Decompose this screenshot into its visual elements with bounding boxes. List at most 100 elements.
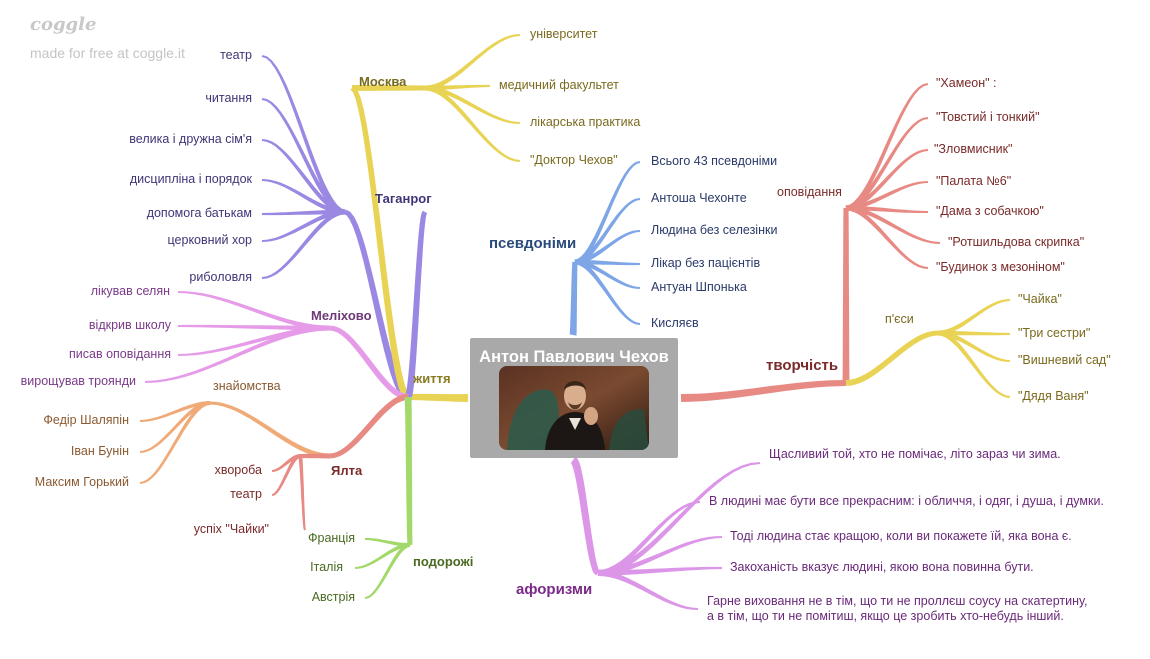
edge-melikhovo-item [178,324,330,331]
edge-taganrog-item [261,209,346,242]
edge-opovidannia-item [845,149,929,211]
opovidannia-item[interactable]: "Товстий і тонкий" [936,110,1040,124]
melikhovo-item[interactable]: лікував селян [90,284,170,298]
aforyzm-item-multiline[interactable]: Гарне виховання не в тім, що ти не пролл… [707,594,1088,624]
yalta-item[interactable]: успіх "Чайки" [193,522,269,536]
opovidannia-item[interactable]: "Палата №6" [936,174,1012,188]
edge-psevdonim-item [574,259,641,325]
opovidannia-item[interactable]: "Хамеон" : [936,76,997,90]
node-opovidannia[interactable]: оповідання [777,185,842,199]
edge-znaiomstva-item [139,401,211,484]
branch-psevdonimy[interactable]: псевдоніми [489,235,577,252]
edge-melikhovo [329,325,409,400]
moskva-item[interactable]: медичний факультет [499,78,619,92]
psevdonim-item[interactable]: Кисляєв [651,316,699,330]
taganrog-item[interactable]: театр [220,48,252,62]
edge-yalta-item [271,454,301,496]
edge-yalta-hub [300,453,330,459]
edge-taganrog-item [261,179,346,215]
aforyzm-line: а в тім, що ти не помітиш, якщо це зроби… [707,609,1064,623]
edge-opovidannia [842,208,850,383]
edge-yalta-item [298,455,306,531]
taganrog-item[interactable]: дисципліна і порядок [129,172,252,186]
branch-zhyttia[interactable]: життя [413,371,451,386]
edge-podorozhi-item [354,543,411,569]
psevdonim-item[interactable]: Антоша Чехонте [651,191,747,205]
node-melikhovo[interactable]: Меліхово [311,308,372,323]
opovidannia-item[interactable]: "Будинок з мезоніном" [936,260,1065,274]
edge-moskva-item [424,85,521,162]
psevdonim-item[interactable]: Людина без селезінки [651,223,778,237]
piesa-item[interactable]: "Вишневий сад" [1018,353,1111,367]
node-yalta[interactable]: Ялта [331,463,363,478]
edge-znaiomstva [209,401,331,459]
edge-piesa-item [938,330,1010,336]
aforyzm-item[interactable]: Щасливий той, хто не помічає, літо зараз… [769,447,1061,461]
edge-piesa-item [937,330,1011,398]
psevdonim-item[interactable]: Антуан Шпонька [651,280,747,294]
aforyzm-line: Гарне виховання не в тім, що ти не пролл… [707,594,1088,608]
taganrog-item[interactable]: велика і дружна сім'я [129,132,252,146]
psevdonim-item[interactable]: Лікар без пацієнтів [651,256,761,270]
edge-znaiomstva-item [140,401,211,422]
node-moskva[interactable]: Москва [359,74,407,89]
melikhovo-item[interactable]: вирощував троянди [20,374,136,388]
opovidannia-item[interactable]: "Ротшильдова скрипка" [948,235,1085,249]
edge-piesa-item [937,330,1011,362]
aforyzm-item[interactable]: В людині має бути все прекрасним: і обли… [709,494,1104,508]
melikhovo-item[interactable]: писав оповідання [69,347,171,361]
edge-taganrog-item [261,139,346,215]
edge-yalta [329,394,409,459]
moskva-item[interactable]: "Доктор Чехов" [530,153,618,167]
edge-opovidannia-item [845,181,929,211]
edge-taganrog [343,209,410,401]
edge-podorozhi-item [364,543,411,599]
coggle-tagline[interactable]: made for free at coggle.it [30,45,185,61]
podorozhi-item[interactable]: Франція [307,531,355,545]
edge-moskva [350,86,411,400]
taganrog-item[interactable]: церковний хор [167,233,252,247]
edge-taganrog-item [262,209,345,216]
node-podorozhi[interactable]: подорожі [413,554,474,569]
edge-taganrog-down [405,210,428,399]
aforyzm-item[interactable]: Тоді людина стає кращою, коли ви покажет… [730,529,1072,543]
taganrog-item[interactable]: риболовля [189,270,252,284]
podorozhi-item[interactable]: Австрія [311,590,355,604]
edge-opovidannia-item [845,205,941,244]
edge-aforyzm-item [597,501,701,576]
piesa-item[interactable]: "Чайка" [1018,292,1062,306]
moskva-item[interactable]: університет [530,27,598,41]
piesa-item[interactable]: "Дядя Ваня" [1018,389,1089,403]
znaiomstva-item[interactable]: Іван Бунін [70,444,129,458]
edge-piesa-item [937,299,1011,336]
opovidannia-item[interactable]: "Дама з собачкою" [936,204,1044,218]
edge-opovidannia-item [846,205,928,213]
node-znaiomstva[interactable]: знайомства [213,379,281,393]
taganrog-item[interactable]: читання [205,91,252,105]
node-taganrog[interactable]: Таганрог [375,191,432,206]
yalta-item[interactable]: хвороба [214,463,262,477]
opovidannia-item[interactable]: "Зловмисник" [934,142,1013,156]
podorozhi-item[interactable]: Італія [310,560,343,574]
znaiomstva-item[interactable]: Федір Шаляпін [43,413,129,427]
znaiomstva-item[interactable]: Максим Горький [34,475,129,489]
edge-opovidannia-item [845,205,929,269]
central-node[interactable]: Антон Павлович Чехов [470,338,678,458]
melikhovo-item[interactable]: відкрив школу [88,318,171,332]
edge-aforyzm-item [597,462,761,576]
yalta-item[interactable]: театр [230,487,262,501]
branch-aforyzmy[interactable]: афоризми [516,581,593,598]
taganrog-item[interactable]: допомога батькам [146,206,252,220]
edge-piesy [845,330,939,386]
psevdonim-item[interactable]: Всього 43 псевдоніми [651,154,778,168]
piesa-item[interactable]: "Три сестри" [1018,326,1091,340]
branch-tvorchist[interactable]: творчість [766,357,839,374]
moskva-item[interactable]: лікарська практика [530,115,641,129]
edge-aforyzm-item [598,566,722,576]
node-piesy[interactable]: п'єси [885,312,914,326]
aforyzm-item[interactable]: Закоханість вказує людині, якою вона пов… [730,560,1034,574]
edge-taganrog-item [261,209,346,279]
edge-aforyzm-item [597,570,699,610]
edge-aforyzmy [570,456,600,576]
